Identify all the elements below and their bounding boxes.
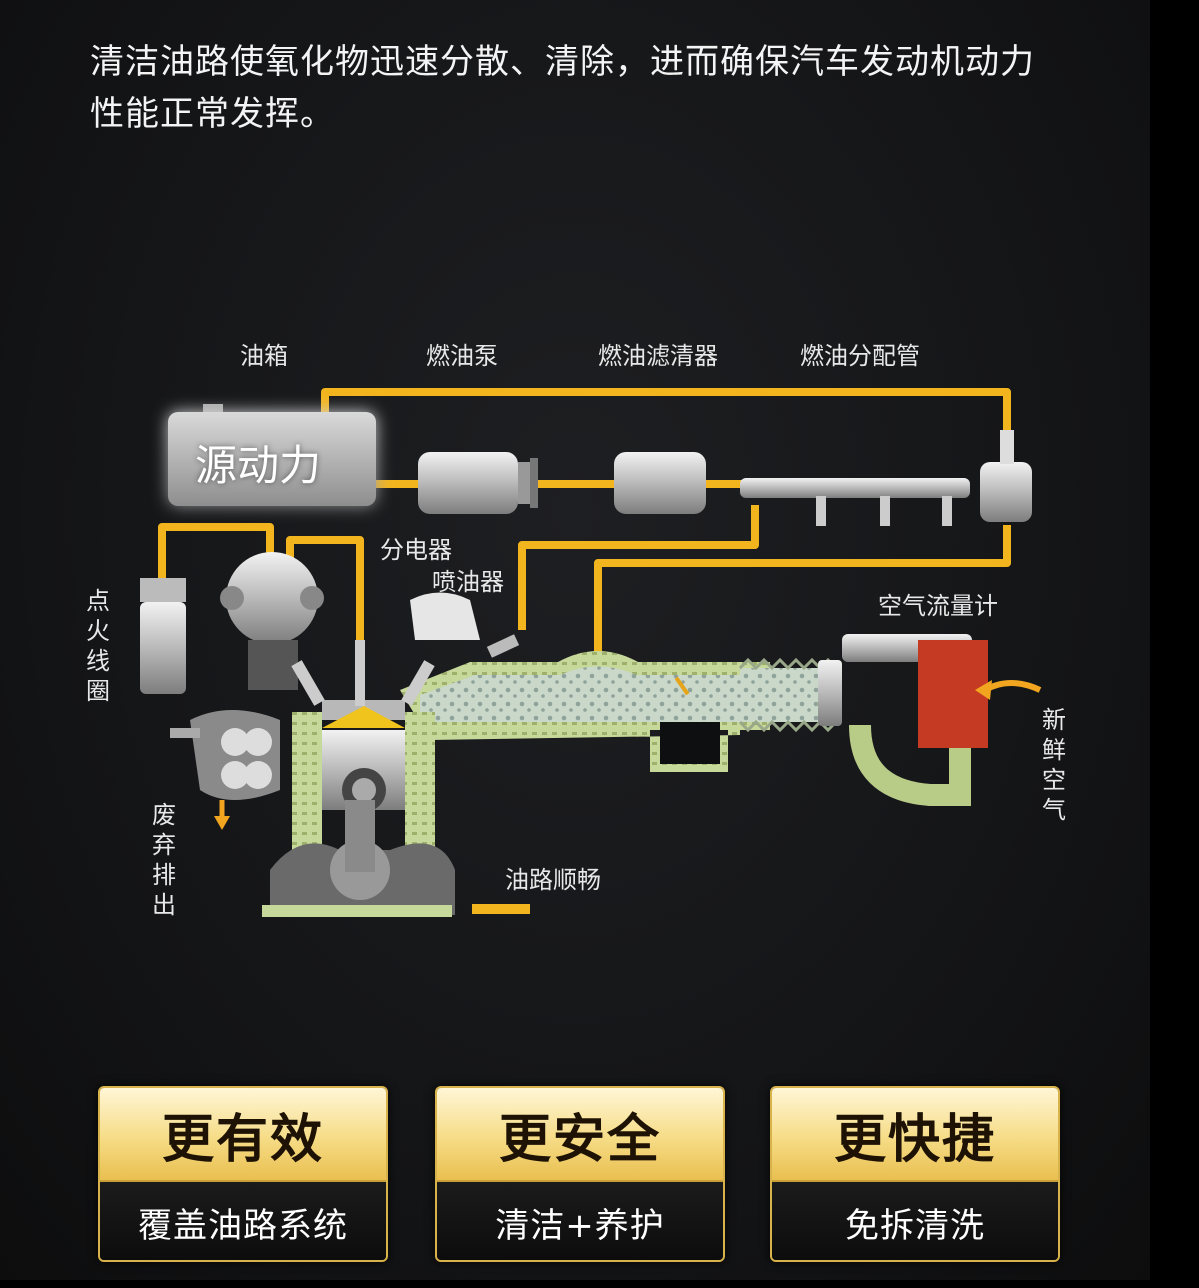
brand-label: 源动力 xyxy=(195,441,322,490)
intro-text: 清洁油路使氧化物迅速分散、清除，进而确保汽车发动机动力性能正常发挥。 xyxy=(90,42,1035,134)
fuel-system-diagram xyxy=(140,388,1042,917)
fuel-tank xyxy=(168,404,376,506)
label-exhaust: 废弃排出 xyxy=(152,801,176,919)
fuel-line-intake xyxy=(594,525,1011,670)
label-fuel-filter: 燃油滤清器 xyxy=(598,342,718,370)
card-subtitle: 免拆清洗 xyxy=(772,1180,1058,1260)
fuel-line-injector xyxy=(518,505,759,630)
fuel-lines xyxy=(158,388,1011,670)
card-title: 更快捷 xyxy=(772,1088,1058,1180)
label-fresh-air: 新鲜空气 xyxy=(1042,706,1066,824)
feature-card-effective: 更有效 覆盖油路系统 xyxy=(98,1086,388,1262)
label-fuel-rail: 燃油分配管 xyxy=(800,342,920,370)
label-ignition-coil: 点火线圈 xyxy=(86,587,110,705)
card-subtitle: 覆盖油路系统 xyxy=(100,1180,386,1260)
label-distributor: 分电器 xyxy=(380,536,452,564)
air-flow-meter xyxy=(818,634,1042,806)
fuel-pump xyxy=(418,452,538,514)
intake-manifold xyxy=(400,651,838,772)
card-subtitle: 清洁+养护 xyxy=(437,1180,723,1260)
card-title: 更安全 xyxy=(437,1088,723,1180)
card-title: 更有效 xyxy=(100,1088,386,1180)
label-fuel-tank: 油箱 xyxy=(240,342,288,370)
distributor xyxy=(220,552,324,690)
legend-swatch xyxy=(472,904,530,914)
ignition-coil xyxy=(140,578,186,694)
exhaust-manifold xyxy=(170,710,280,830)
label-fuel-pump: 燃油泵 xyxy=(426,342,498,370)
poster-panel: 清洁油路使氧化物迅速分散、清除，进而确保汽车发动机动力性能正常发挥。 xyxy=(0,0,1150,1280)
fuel-filter xyxy=(614,452,706,514)
coil-wire xyxy=(158,523,274,580)
label-air-flow-meter: 空气流量计 xyxy=(878,592,998,620)
fuel-rail xyxy=(740,430,1032,526)
label-injector: 喷油器 xyxy=(432,568,504,596)
feature-card-safe: 更安全 清洁+养护 xyxy=(435,1086,725,1262)
feature-card-fast: 更快捷 免拆清洗 xyxy=(770,1086,1060,1262)
legend-label: 油路顺畅 xyxy=(505,866,601,894)
engine-cylinder xyxy=(262,592,520,917)
